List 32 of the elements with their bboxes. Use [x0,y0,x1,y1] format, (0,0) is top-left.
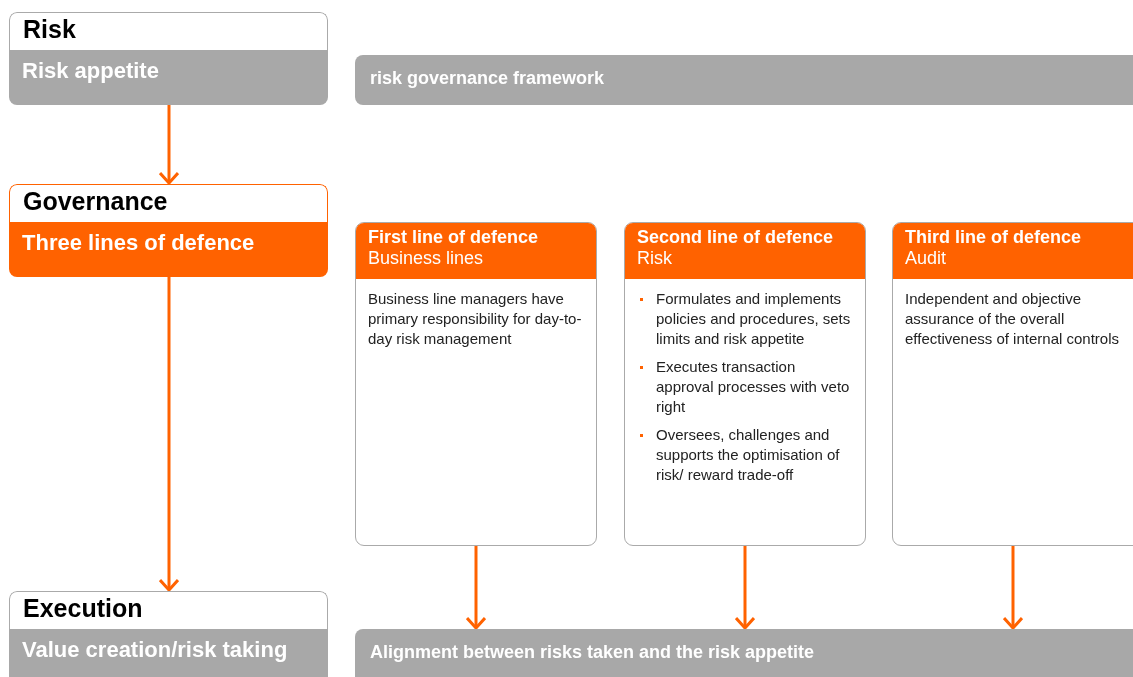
arrow [1002,546,1024,630]
label-box [9,184,328,277]
card-title: Third line of defence [905,227,1083,248]
arrow [158,105,180,185]
heading: Execution [23,594,143,622]
arrow [158,277,180,592]
card-title: Second line of defence [637,227,835,248]
banner-bar [355,55,1133,105]
description: Business line managers have primary responsibility for day-to-day risk management [368,289,583,349]
subheading: Risk appetite [22,58,159,83]
heading: Governance [23,187,168,215]
arrow [734,546,756,630]
card-title: First line of defence [368,227,540,248]
card-subtitle: Audit [905,248,948,269]
subheading: Value creation/risk taking [22,637,288,662]
arrow [465,546,487,630]
bullet-item: Executes transaction approval processes with veto right [637,357,853,417]
banner-text: Alignment between risks taken and the risk appetite [370,642,815,662]
defence-card [355,222,597,546]
label-box [9,12,328,105]
heading: Risk [23,15,76,43]
defence-card [624,222,866,546]
banner-text: risk governance framework [370,68,605,88]
defence-card [892,222,1133,546]
banner-bar [355,629,1133,677]
card-subtitle: Risk [637,248,673,269]
bullet-item: Formulates and implements policies and procedures, sets limits and risk appetite [637,289,853,349]
label-box [9,591,328,677]
bullet-item: Oversees, challenges and supports the optimisation of risk/ reward trade-off [637,425,853,485]
description: Independent and objective assurance of the overall effectiveness of internal controls [905,289,1120,349]
subheading: Three lines of defence [22,230,255,255]
card-subtitle: Business lines [368,248,485,269]
